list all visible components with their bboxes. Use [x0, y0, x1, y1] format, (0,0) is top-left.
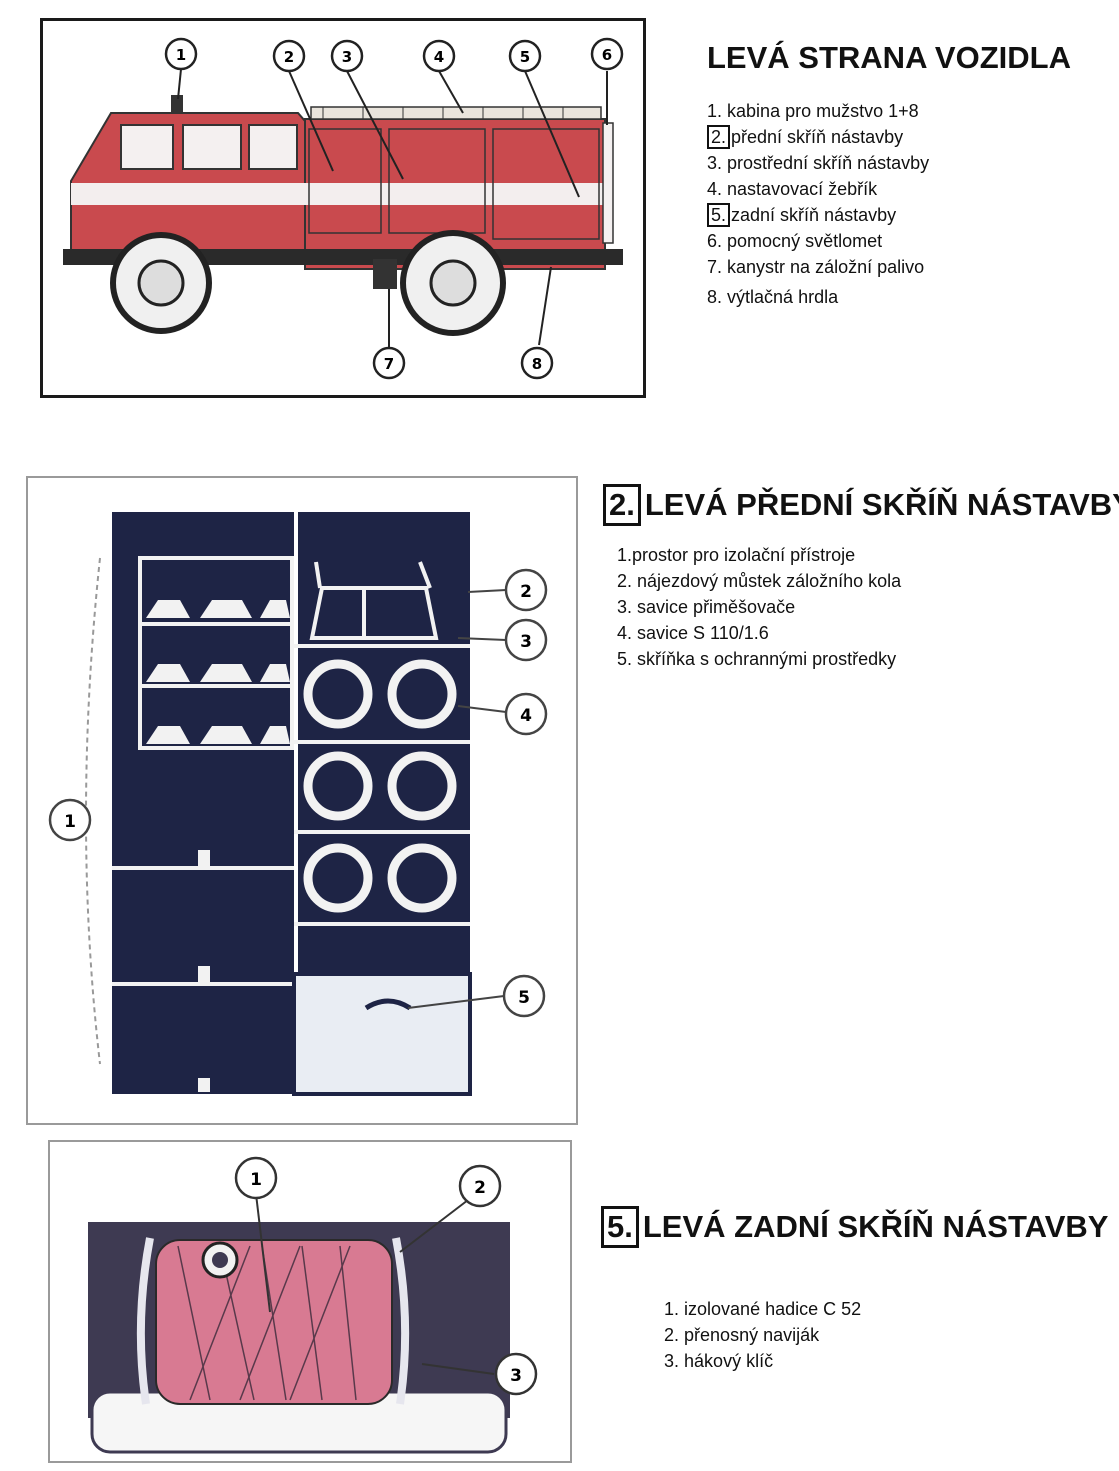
section-title: 5.LEVÁ ZADNÍ SKŘÍŇ NÁSTAVBY — [601, 1206, 1108, 1248]
cab-window — [182, 124, 242, 170]
fuel-canister — [373, 259, 397, 289]
front-wheel — [110, 232, 212, 334]
callout-marker: 2 — [458, 1164, 502, 1208]
section-title: LEVÁ STRANA VOZIDLA — [707, 40, 1071, 75]
callout-marker: 1 — [48, 798, 92, 842]
svg-text:1: 1 — [176, 46, 186, 64]
svg-text:3: 3 — [342, 48, 352, 66]
legend-item: 4. savice S 110/1.6 — [617, 623, 769, 643]
callout-marker: 1 — [164, 37, 198, 71]
svg-text:3: 3 — [520, 632, 532, 652]
legend-item: 2.přední skříň nástavby — [707, 124, 929, 150]
truck-illustration: 1 2 3 4 5 6 7 8 — [63, 37, 624, 380]
legend-item: 8. výtlačná hrdla — [707, 287, 839, 307]
section-title: 2.LEVÁ PŘEDNÍ SKŘÍŇ NÁSTAVBY — [603, 484, 1119, 526]
svg-text:8: 8 — [532, 355, 542, 373]
callout-marker: 3 — [504, 618, 548, 662]
legend-item: 6. pomocný světlomet — [707, 231, 883, 251]
legend-item: 2. nájezdový můstek záložního kola — [617, 571, 902, 591]
legend-list: 1.prostor pro izolační přístroje 2. náje… — [617, 542, 901, 672]
front-compartment-panel: 1 2 3 4 5 — [26, 476, 578, 1125]
svg-text:2: 2 — [474, 1178, 486, 1198]
beacon-icon — [171, 95, 183, 113]
svg-text:2: 2 — [520, 582, 532, 602]
searchlight — [602, 122, 614, 244]
legend-item: 2. přenosný naviják — [664, 1325, 820, 1345]
legend-item: 3. prostřední skříň nástavby — [707, 153, 930, 173]
cab-window — [120, 124, 174, 170]
svg-text:4: 4 — [520, 706, 532, 726]
callout-marker: 7 — [372, 346, 406, 380]
callout-marker: 2 — [504, 568, 548, 612]
callout-marker: 3 — [494, 1352, 538, 1396]
svg-text:1: 1 — [250, 1170, 262, 1190]
callout-marker: 5 — [502, 974, 546, 1018]
callout-marker: 4 — [422, 39, 456, 73]
callout-marker: 5 — [508, 39, 542, 73]
legend-item: 1. izolované hadice C 52 — [664, 1299, 862, 1319]
rear-compartment-illustration: 1 2 3 — [88, 1156, 538, 1454]
legend-item: 1.prostor pro izolační přístroje — [617, 545, 856, 565]
front-compartment-illustration: 1 2 3 4 5 — [48, 512, 548, 1096]
callout-marker: 8 — [520, 346, 554, 380]
legend-item: 3. savice přiměšovače — [617, 597, 796, 617]
rear-compartment-panel: 1 2 3 — [48, 1140, 572, 1463]
legend-item: 5. skříňka s ochrannými prostředky — [617, 649, 897, 669]
callout-marker: 2 — [272, 39, 306, 73]
svg-text:2: 2 — [284, 48, 294, 66]
white-stripe — [71, 183, 605, 205]
legend-item: 3. hákový klíč — [664, 1351, 774, 1371]
callout-marker: 3 — [330, 39, 364, 73]
legend-list: 1. kabina pro mužstvo 1+8 2.přední skříň… — [707, 98, 929, 310]
svg-text:5: 5 — [518, 988, 530, 1008]
cab-window — [248, 124, 298, 170]
protective-equipment-box — [292, 972, 472, 1096]
callout-marker: 6 — [590, 37, 624, 71]
legend-item: 5.zadní skříň nástavby — [707, 202, 929, 228]
legend-item: 7. kanystr na záložní palivo — [707, 257, 925, 277]
svg-text:6: 6 — [602, 46, 612, 64]
svg-text:4: 4 — [434, 48, 444, 66]
ladder — [310, 106, 602, 120]
svg-text:5: 5 — [520, 48, 530, 66]
legend-item: 1. kabina pro mužstvo 1+8 — [707, 101, 919, 121]
truck-side-view-panel: 1 2 3 4 5 6 7 8 — [40, 18, 646, 398]
legend-item: 4. nastavovací žebřík — [707, 179, 878, 199]
rear-wheel — [400, 230, 506, 336]
callout-marker: 1 — [234, 1156, 278, 1200]
svg-text:7: 7 — [384, 355, 394, 373]
callout-marker: 4 — [504, 692, 548, 736]
svg-text:1: 1 — [64, 812, 76, 832]
svg-text:3: 3 — [510, 1366, 522, 1386]
legend-list: 1. izolované hadice C 52 2. přenosný nav… — [664, 1296, 861, 1374]
